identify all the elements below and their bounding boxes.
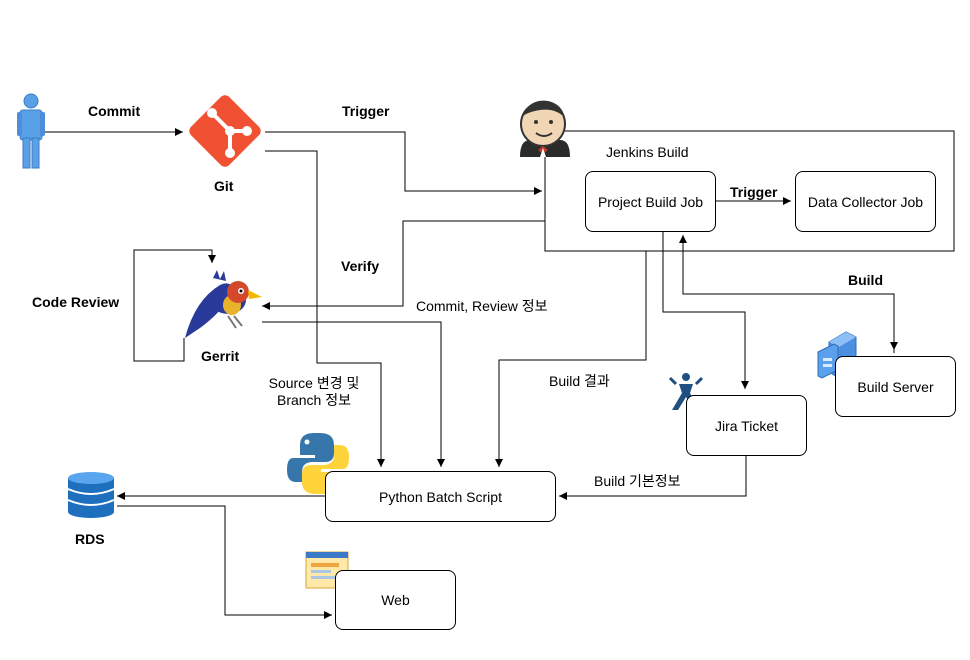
web-label: Web bbox=[381, 592, 410, 608]
git-logo-icon bbox=[189, 95, 261, 167]
edge-label-trigger-jobs: Trigger bbox=[730, 184, 778, 200]
jenkins-build-label: Jenkins Build bbox=[606, 144, 689, 160]
edge-gerrit-python bbox=[262, 321, 445, 467]
jira-ticket-label: Jira Ticket bbox=[714, 417, 778, 434]
gerrit-label: Gerrit bbox=[201, 348, 240, 364]
build-server-box[interactable]: Build Server bbox=[835, 356, 956, 417]
edge-label-code-review: Code Review bbox=[32, 294, 120, 310]
web-box[interactable]: Web bbox=[335, 570, 456, 630]
python-batch-script-box[interactable]: Python Batch Script bbox=[325, 471, 556, 522]
edge-label-source-branch-info: Source 변경 및 Branch 정보 bbox=[258, 375, 370, 409]
edge-label-source-branch-line2: Branch 정보 bbox=[276, 392, 351, 408]
project-build-job-label: Project Build Job bbox=[597, 193, 704, 210]
edge-label-verify: Verify bbox=[341, 258, 380, 274]
database-icon bbox=[67, 472, 115, 518]
edge-jenkins-gerrit bbox=[262, 220, 545, 310]
edge-label-commit-review-info: Commit, Review 정보 bbox=[416, 298, 548, 314]
jenkins-butler-icon bbox=[520, 100, 570, 157]
jenkins-build-container bbox=[544, 130, 955, 252]
rds-label: RDS bbox=[75, 531, 105, 547]
git-label: Git bbox=[214, 178, 234, 194]
edge-label-trigger-git-jenkins: Trigger bbox=[342, 103, 390, 119]
connectors bbox=[45, 128, 898, 619]
data-collector-job-box[interactable]: Data Collector Job bbox=[795, 171, 936, 232]
edge-code-review-loop bbox=[133, 249, 216, 362]
edge-git-python bbox=[265, 150, 385, 467]
edge-label-source-branch-line1: Source 변경 및 bbox=[268, 375, 360, 391]
gerrit-bird-icon bbox=[185, 270, 262, 338]
edge-label-commit: Commit bbox=[88, 103, 141, 119]
edge-rds-web bbox=[117, 505, 332, 619]
edge-jira-python bbox=[559, 455, 747, 500]
project-build-job-box[interactable]: Project Build Job bbox=[585, 171, 716, 232]
data-collector-job-label: Data Collector Job bbox=[807, 193, 924, 210]
edge-label-build-result: Build 결과 bbox=[549, 373, 610, 389]
edge-job-jira bbox=[662, 232, 749, 389]
jira-ticket-box[interactable]: Jira Ticket bbox=[686, 395, 807, 456]
edge-jenkins-python bbox=[495, 251, 647, 467]
edge-git-jenkins bbox=[265, 131, 542, 195]
build-server-label: Build Server bbox=[857, 378, 934, 395]
edge-label-build: Build bbox=[848, 272, 883, 288]
edge-server-job bbox=[679, 235, 895, 353]
python-batch-script-label: Python Batch Script bbox=[379, 488, 502, 505]
person-icon bbox=[17, 93, 45, 169]
edge-label-build-basic-info: Build 기본정보 bbox=[594, 473, 681, 489]
